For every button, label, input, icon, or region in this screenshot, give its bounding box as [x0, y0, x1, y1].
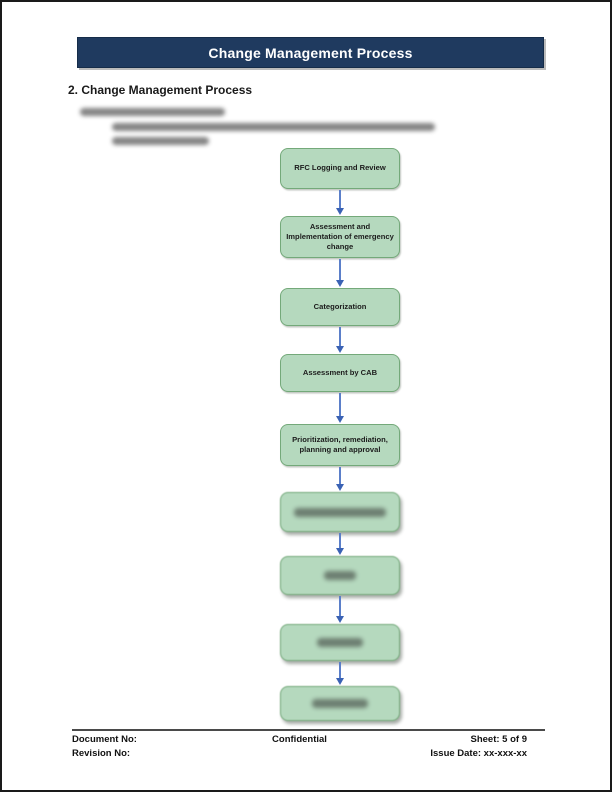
flowchart-step-redacted-8 [280, 624, 400, 661]
section-heading: 2. Change Management Process [68, 83, 253, 97]
footer-row-2: Revision No: Issue Date: xx-xxx-xx [72, 747, 527, 761]
flow-arrow-down-icon [333, 327, 347, 353]
page-footer: Document No: Confidential Sheet: 5 of 9 … [72, 733, 527, 761]
flow-arrow-down-icon [333, 190, 347, 215]
footer-divider [72, 729, 545, 731]
redacted-paragraph-line-1 [112, 123, 435, 131]
flowchart-step-assessment-by-cab: Assessment by CAB [280, 354, 400, 392]
flowchart-step-rfc-logging: RFC Logging and Review [280, 148, 400, 189]
footer-issue-date: Issue Date: xx-xxx-xx [430, 748, 527, 759]
footer-confidential-label: Confidential [272, 734, 327, 745]
flow-arrow-down-icon [333, 259, 347, 287]
flow-arrow-down-icon [333, 393, 347, 423]
page-header-title: Change Management Process [208, 44, 413, 61]
redacted-step-label [312, 699, 368, 708]
flowchart-step-assessment-implementation: Assessment and Implementation of emergen… [280, 216, 400, 258]
footer-document-no-label: Document No: [72, 734, 137, 745]
flowchart-step-redacted-9 [280, 686, 400, 721]
redacted-paragraph-line-2 [112, 137, 209, 145]
redacted-step-label [317, 638, 363, 647]
redacted-step-label [324, 571, 356, 580]
flow-arrow-down-icon [333, 596, 347, 623]
flowchart-step-prioritization: Prioritization, remediation, planning an… [280, 424, 400, 466]
footer-empty-cell [224, 747, 376, 761]
page-header-banner: Change Management Process [77, 37, 544, 68]
flow-arrow-down-icon [333, 533, 347, 555]
flowchart-step-categorization: Categorization [280, 288, 400, 326]
flowchart-step-redacted-6 [280, 492, 400, 532]
footer-revision-no-label: Revision No: [72, 748, 131, 759]
footer-sheet-number: Sheet: 5 of 9 [470, 734, 528, 745]
flow-arrow-down-icon [333, 467, 347, 491]
flow-arrow-down-icon [333, 662, 347, 685]
redacted-subheading-line [80, 108, 225, 116]
flowchart-step-redacted-7 [280, 556, 400, 595]
footer-row-1: Document No: Confidential Sheet: 5 of 9 [72, 733, 527, 747]
redacted-step-label [294, 507, 386, 517]
